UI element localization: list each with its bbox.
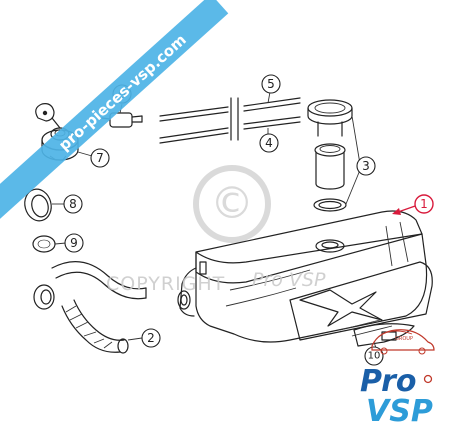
fuel-lines	[159, 91, 301, 144]
callout-2-number: 2	[147, 331, 155, 345]
callout-2: 2	[141, 328, 161, 348]
callout-1-number: 1	[420, 197, 428, 211]
filler-hose	[33, 261, 147, 354]
callout-9-number: 9	[70, 236, 78, 250]
callout-7-number: 7	[96, 151, 104, 165]
copyright-symbol: ©	[210, 178, 254, 229]
callout-4-number: 4	[265, 136, 273, 150]
callout-1: 1	[392, 194, 434, 215]
pro-vsp-logo: GROUP Pro VSP	[360, 329, 435, 429]
logo-pro: Pro	[360, 364, 416, 399]
watermark-copyright-label: COPYRIGHT	[106, 273, 225, 295]
banner-text: pro-pieces-vsp.com	[55, 31, 190, 155]
copyright-watermark: ©	[193, 165, 271, 243]
site-banner: pro-pieces-vsp.com	[0, 0, 229, 228]
callout-8-number: 8	[69, 197, 77, 211]
callout-3-number: 3	[362, 159, 370, 173]
callout-10-number: 10	[368, 351, 381, 362]
logo-vsp: VSP	[366, 394, 433, 429]
filler-neck-seal	[24, 188, 64, 222]
watermark-brand-label: Pro VSP	[252, 269, 326, 291]
copyright-text-watermark: COPYRIGHT Pro VSP	[106, 269, 326, 295]
callout-9: 9	[64, 233, 84, 253]
callout-5-number: 5	[267, 77, 275, 91]
fuel-tank	[177, 210, 433, 343]
callout-8: 8	[63, 194, 83, 214]
fuel-sender-unit	[307, 99, 361, 212]
callout-5: 5	[261, 74, 281, 94]
callout-7: 7	[90, 148, 110, 168]
callout-4: 4	[259, 133, 279, 153]
callout-10: 10	[364, 346, 384, 366]
gasket	[32, 235, 67, 253]
logo-group-label: GROUP	[395, 336, 413, 342]
callout-3: 3	[356, 156, 376, 176]
